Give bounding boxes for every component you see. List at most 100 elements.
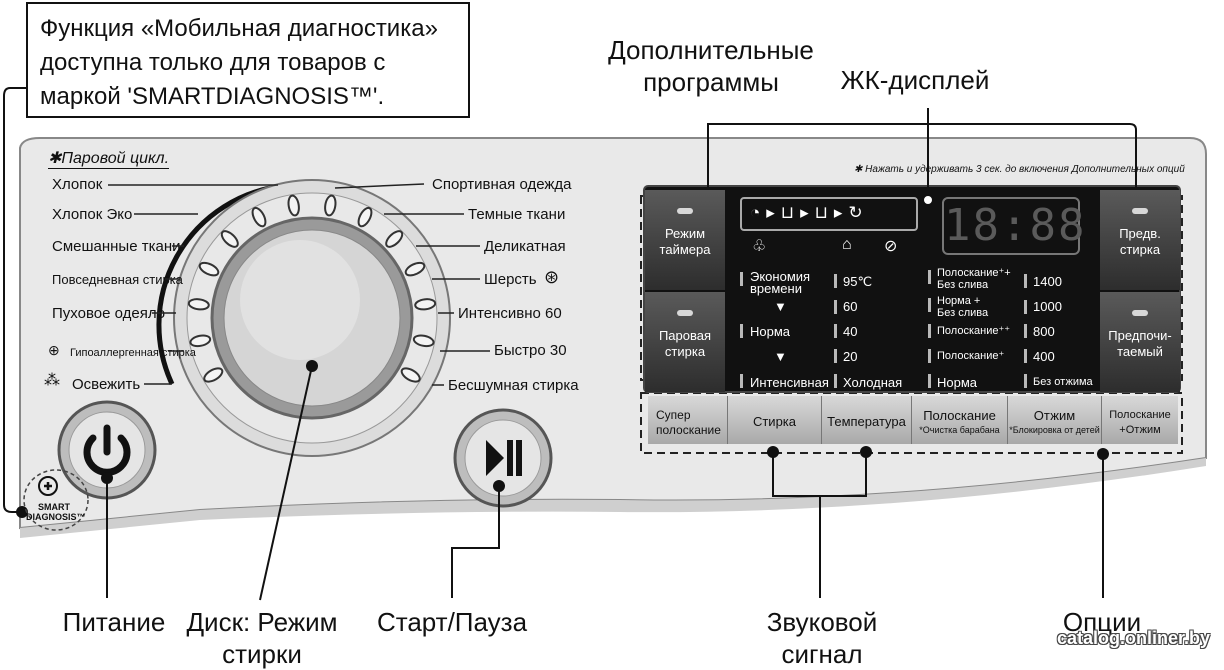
dial-dot xyxy=(251,206,267,228)
dial-indicator-dots xyxy=(187,194,437,383)
program-quick-30: Быстро 30 xyxy=(494,342,567,359)
options-label: Опции xyxy=(1062,607,1142,637)
program-hypoallergenic: Гипоаллергенная стирка xyxy=(70,347,196,359)
smart-cross-icon xyxy=(38,476,58,496)
callout-line-2: доступна только для товаров с xyxy=(40,49,386,76)
program-daily: Повседневная стирка xyxy=(52,272,183,287)
lcd-digits: 18:88 xyxy=(942,197,1084,255)
program-cotton: Хлопок xyxy=(52,176,103,193)
play-pause-icon xyxy=(486,440,522,476)
hold-note: ✱ Нажать и удерживать 3 сек. до включени… xyxy=(854,164,1185,175)
program-duvet: Пуховое одеяло xyxy=(52,305,166,322)
dial-dot xyxy=(324,194,337,217)
program-intensive-60: Интенсивно 60 xyxy=(458,305,562,322)
lcd-time-save-2: времени xyxy=(750,281,802,296)
dial-dot xyxy=(414,298,437,311)
temperature-button[interactable]: Температура xyxy=(822,396,912,444)
dial-dot xyxy=(189,334,212,348)
prewash-button[interactable]: Предв.стирка xyxy=(1100,190,1180,290)
program-sportswear: Спортивная одежда xyxy=(432,176,572,193)
favorite-indicator xyxy=(1132,310,1148,316)
lcd-no-drain-2: Без слива xyxy=(937,307,989,319)
lcd-label: ЖК-дисплей xyxy=(840,65,990,95)
lcd-intensive: Интенсивная xyxy=(750,375,829,390)
dial-dot xyxy=(412,334,435,348)
lcd-arrow-1: ▼ xyxy=(774,299,787,314)
dial-dot xyxy=(198,261,220,277)
extra-programs-label: Дополнительные программы xyxy=(608,35,814,97)
dial-dot xyxy=(400,367,421,383)
program-dark: Темные ткани xyxy=(468,206,566,223)
program-ticks xyxy=(108,183,425,189)
lcd-no-spin: Без отжима xyxy=(1033,376,1093,388)
lcd-no-drain-1: Без слива xyxy=(937,279,989,291)
no-beep-icon: ⊘ xyxy=(884,238,898,255)
rinse-button[interactable]: Полоскание*Очистка барабана xyxy=(912,396,1008,444)
dial-dot xyxy=(220,230,239,248)
favorite-button[interactable]: Предпочи-таемый xyxy=(1100,292,1180,392)
callout-line-1: Функция «Мобильная диагностика» xyxy=(40,15,438,42)
smart-diagnosis-badge: SMART DIAGNOSIS™ xyxy=(26,502,86,522)
callout-line-3: маркой 'SMARTDIAGNOSIS™'. xyxy=(40,83,385,110)
lock-icon: ⌂ xyxy=(842,236,852,253)
start-pause-label: Старт/Пауза xyxy=(376,607,528,637)
lcd-spin-1000: 1000 xyxy=(1033,299,1062,314)
lcd-temp-40: 40 xyxy=(843,324,858,339)
dial-dot xyxy=(357,206,373,228)
wash-button[interactable]: Стирка xyxy=(728,396,822,444)
spin-button[interactable]: Отжим*Блокировка от детей xyxy=(1008,396,1102,444)
steam-icon: ⊕ xyxy=(48,342,60,358)
lcd-rinse-plus-plus: Полоскание⁺⁺ xyxy=(937,325,1011,337)
dial-highlight xyxy=(240,240,360,360)
smart-diagnosis-icon xyxy=(23,469,89,531)
power-label: Питание xyxy=(62,607,166,637)
lcd-spin-400: 400 xyxy=(1033,349,1055,364)
dial-dot xyxy=(287,194,300,217)
rinse-spin-button[interactable]: Полоскание+Отжим xyxy=(1102,396,1178,444)
cycle-icons: ◔▸⊔▸⊔▸↻ xyxy=(740,197,918,231)
lcd-rinse-plus: Полоскание⁺ xyxy=(937,350,1005,362)
lcd-temp-60: 60 xyxy=(843,299,858,314)
stain-icon: ♧ xyxy=(752,238,767,255)
lcd-temp-95: 95℃ xyxy=(843,274,873,289)
cycle-stage-icons: ◔▸⊔▸⊔▸↻ xyxy=(750,203,869,222)
steam-indicator xyxy=(677,310,693,316)
lcd-spin-800: 800 xyxy=(1033,324,1055,339)
lcd-temp-20: 20 xyxy=(843,349,858,364)
leader-lines xyxy=(3,87,1137,601)
refresh-icon: ⁂ xyxy=(44,372,60,389)
lcd-normal: Норма xyxy=(750,324,791,339)
program-refresh: Освежить xyxy=(72,376,141,393)
dial-dot xyxy=(404,261,426,277)
program-cotton-eco: Хлопок Эко xyxy=(52,206,133,223)
watermark: catalog.onliner.by xyxy=(1056,628,1210,648)
timer-indicator xyxy=(677,208,693,214)
dial-dot xyxy=(203,367,224,383)
wool-icon: ⊛ xyxy=(544,267,560,287)
program-silent: Бесшумная стирка xyxy=(448,377,579,394)
lcd-normal-hold: Норма + xyxy=(937,295,981,307)
lcd-arrow-2: ▼ xyxy=(774,349,787,364)
program-mixed: Смешанные ткани xyxy=(52,238,181,255)
lcd-spin-1400: 1400 xyxy=(1033,274,1062,289)
lcd-temp-cold: Холодная xyxy=(843,375,903,390)
options-frame xyxy=(640,392,1183,454)
prewash-indicator xyxy=(1132,208,1148,214)
program-wool: Шерсть xyxy=(484,271,537,288)
lcd-time-save-1: Экономия xyxy=(750,269,811,284)
lcd-rinse-normal: Норма xyxy=(937,375,978,390)
steam-cycle-note: ✱Паровой цикл. xyxy=(48,150,170,169)
lcd-frame xyxy=(643,185,1181,393)
dial-dot xyxy=(385,230,404,248)
smartdiagnosis-callout: Функция «Мобильная диагностика» доступна… xyxy=(26,2,470,118)
lcd-rinse-plus-plus-hold: Полоскание⁺+ xyxy=(937,267,1011,279)
dial-dot xyxy=(187,298,210,311)
smart-plus-icon xyxy=(44,482,52,490)
